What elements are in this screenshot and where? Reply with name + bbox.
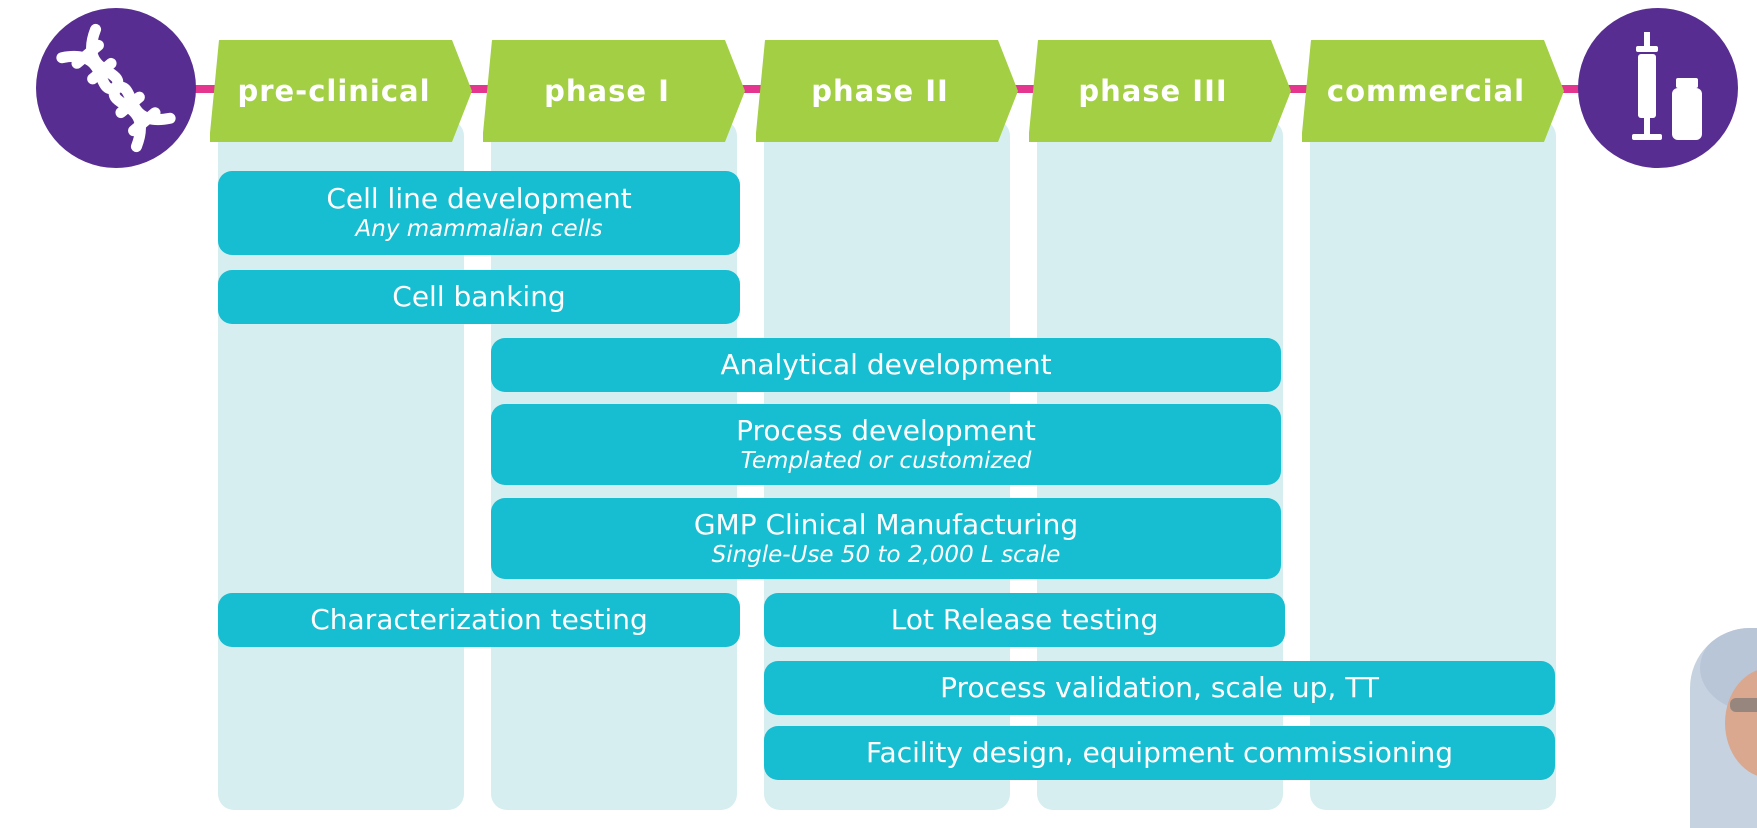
bar-title: Cell line development bbox=[326, 182, 632, 215]
phase-label: commercial bbox=[1326, 74, 1526, 108]
phase-label: phase I bbox=[544, 74, 670, 108]
bar-title: Lot Release testing bbox=[890, 603, 1159, 636]
bar-subtitle: Single-Use 50 to 2,000 L scale bbox=[711, 541, 1061, 568]
phase-label: pre-clinical bbox=[237, 74, 431, 108]
bar-cell-line-development: Cell line development Any mammalian cell… bbox=[218, 171, 740, 255]
bar-analytical-development: Analytical development bbox=[491, 338, 1281, 392]
phase-header-phase-1: phase I bbox=[483, 40, 745, 142]
phase-header-pre-clinical: pre-clinical bbox=[210, 40, 472, 142]
bar-title: GMP Clinical Manufacturing bbox=[693, 507, 1079, 541]
bar-process-development: Process development Templated or customi… bbox=[491, 404, 1281, 485]
phase-label: phase II bbox=[811, 74, 949, 108]
lab-worker-photo bbox=[1690, 628, 1757, 828]
phase-header-phase-2: phase II bbox=[756, 40, 1018, 142]
bar-gmp-clinical-manufacturing: GMP Clinical Manufacturing Single-Use 50… bbox=[491, 498, 1281, 579]
phase-label: phase III bbox=[1078, 74, 1228, 108]
bar-title: Characterization testing bbox=[310, 603, 648, 636]
bar-title: Process development bbox=[736, 413, 1036, 447]
bar-title: Process validation, scale up, TT bbox=[940, 671, 1379, 704]
bar-characterization-testing: Characterization testing bbox=[218, 593, 740, 647]
phase-header-phase-3: phase III bbox=[1029, 40, 1291, 142]
bar-title: Facility design, equipment commissioning bbox=[866, 736, 1453, 769]
dna-icon bbox=[36, 8, 196, 168]
phase-header-commercial: commercial bbox=[1302, 40, 1564, 142]
bar-cell-banking: Cell banking bbox=[218, 270, 740, 324]
bar-subtitle: Templated or customized bbox=[740, 447, 1032, 474]
syringe-vial-icon bbox=[1578, 8, 1738, 168]
bar-facility-design: Facility design, equipment commissioning bbox=[764, 726, 1555, 780]
bar-process-validation: Process validation, scale up, TT bbox=[764, 661, 1555, 715]
bar-title: Cell banking bbox=[392, 280, 566, 313]
bar-title: Analytical development bbox=[720, 348, 1052, 381]
bar-lot-release-testing: Lot Release testing bbox=[764, 593, 1285, 647]
bar-subtitle: Any mammalian cells bbox=[355, 216, 603, 242]
